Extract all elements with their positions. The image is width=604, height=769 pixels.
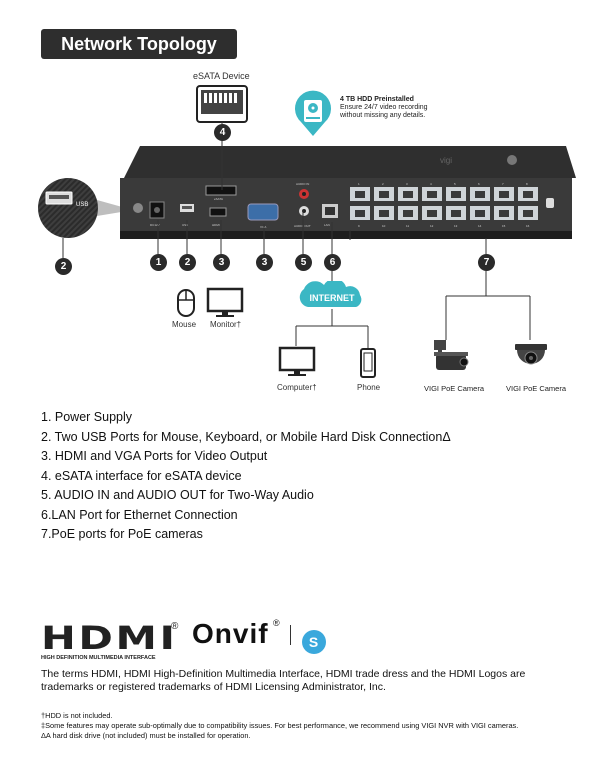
list-item: 1. Power Supply bbox=[41, 410, 133, 424]
camera1-label: VIGI PoE Camera bbox=[424, 384, 485, 393]
svg-text:11: 11 bbox=[406, 224, 409, 228]
svg-text:9: 9 bbox=[358, 224, 360, 228]
dome-camera-icon bbox=[515, 344, 547, 365]
usb-zoom-circle: USB bbox=[38, 178, 98, 238]
svg-text:3: 3 bbox=[406, 182, 408, 186]
callout-7: 7 bbox=[478, 254, 495, 271]
list-item: 5. AUDIO IN and AUDIO OUT for Two-Way Au… bbox=[41, 488, 314, 502]
usb-zoom-label: USB bbox=[76, 202, 88, 208]
svg-text:AUDIO IN: AUDIO IN bbox=[296, 182, 309, 186]
feature-list: 1. Power Supply 2. Two USB Ports for Mou… bbox=[41, 408, 451, 545]
svg-text:HDMI: HDMI bbox=[212, 223, 220, 227]
svg-text:eSATA: eSATA bbox=[214, 197, 223, 201]
svg-text:DC12V: DC12V bbox=[150, 223, 160, 227]
esata-device-icon bbox=[196, 85, 248, 123]
computer-icon bbox=[278, 346, 316, 376]
svg-text:2: 2 bbox=[382, 182, 384, 186]
internet-label: INTERNET bbox=[310, 293, 356, 303]
svg-text:14: 14 bbox=[478, 224, 482, 228]
callout-5: 5 bbox=[295, 254, 312, 271]
svg-text:4: 4 bbox=[430, 182, 432, 186]
brand-text: vigi bbox=[440, 156, 452, 165]
svg-text:6: 6 bbox=[478, 182, 480, 186]
list-item: 2. Two USB Ports for Mouse, Keyboard, or… bbox=[41, 429, 451, 444]
hdmi-logo: HDMI ® HIGH DEFINITION MULTIMEDIA INTERF… bbox=[41, 619, 179, 661]
onvif-logo-word: Onvif bbox=[192, 618, 269, 649]
hdd-note-line-2: without missing any details. bbox=[340, 112, 426, 119]
internet-cloud-icon: INTERNET bbox=[299, 281, 362, 307]
svg-text:12: 12 bbox=[430, 224, 434, 228]
svg-text:16: 16 bbox=[526, 224, 530, 228]
phone-icon bbox=[360, 348, 376, 378]
svg-text:13: 13 bbox=[454, 224, 458, 228]
camera2-label: VIGI PoE Camera bbox=[506, 384, 567, 393]
computer-label: Computer† bbox=[277, 383, 317, 392]
page-title: Network Topology bbox=[41, 29, 237, 59]
mouse-icon bbox=[177, 289, 195, 317]
callout-1: 1 bbox=[150, 254, 167, 271]
bullet-camera-icon bbox=[434, 340, 469, 370]
footnote: †HDD is not included. bbox=[41, 711, 113, 720]
footnotes: †HDD is not included. ‡Some features may… bbox=[41, 711, 581, 741]
callout-4: 4 bbox=[214, 124, 231, 141]
svg-text:10: 10 bbox=[382, 224, 386, 228]
svg-text:LAN: LAN bbox=[324, 223, 330, 227]
svg-text:5: 5 bbox=[454, 182, 456, 186]
monitor-icon bbox=[206, 287, 244, 317]
svg-text:15: 15 bbox=[502, 224, 506, 228]
hdd-pin-icon bbox=[295, 90, 331, 136]
monitor-label: Monitor† bbox=[210, 320, 242, 329]
mouse-label: Mouse bbox=[172, 320, 197, 329]
onvif-profile-badge: S bbox=[301, 630, 326, 654]
list-item: 7.PoE ports for PoE cameras bbox=[41, 527, 203, 541]
svg-text:8: 8 bbox=[526, 182, 528, 186]
footnote: ‡Some features may operate sub-optimally… bbox=[41, 721, 519, 730]
esata-device-label: eSATA Device bbox=[193, 71, 250, 81]
callout-2-usb: 2 bbox=[55, 258, 72, 275]
hdd-note-line-1: Ensure 24/7 video recording bbox=[340, 104, 428, 111]
svg-text:1: 1 bbox=[358, 182, 360, 186]
footnote: ΔA hard disk drive (not included) must b… bbox=[41, 731, 251, 740]
phone-label: Phone bbox=[357, 383, 381, 392]
nvr-device: vigi DC12V USB eSATA HDMI VGA AUDIO IN A… bbox=[120, 146, 576, 239]
hdd-note-title: 4 TB HDD Preinstalled bbox=[340, 96, 414, 103]
svg-text:USB: USB bbox=[182, 223, 188, 227]
list-item: 4. eSATA interface for eSATA device bbox=[41, 468, 242, 483]
hdmi-logo-sub: HIGH DEFINITION MULTIMEDIA INTERFACE bbox=[41, 655, 156, 661]
svg-text:VGA: VGA bbox=[260, 225, 266, 229]
onvif-logo: Onvif ® S bbox=[192, 618, 326, 654]
list-item: 6.LAN Port for Ethernet Connection bbox=[41, 507, 238, 522]
list-item: 3. HDMI and VGA Ports for Video Output bbox=[41, 449, 268, 463]
legal-text: The terms HDMI, HDMI High-Definition Mul… bbox=[41, 668, 526, 693]
diagram-lines bbox=[62, 122, 531, 348]
callout-2: 2 bbox=[179, 254, 196, 271]
svg-text:AUDIO OUT: AUDIO OUT bbox=[294, 224, 311, 228]
svg-text:7: 7 bbox=[502, 182, 504, 186]
callout-3a: 3 bbox=[213, 254, 230, 271]
callout-3b: 3 bbox=[256, 254, 273, 271]
hdmi-logo-word: HDMI bbox=[41, 619, 178, 657]
callout-6: 6 bbox=[324, 254, 341, 271]
